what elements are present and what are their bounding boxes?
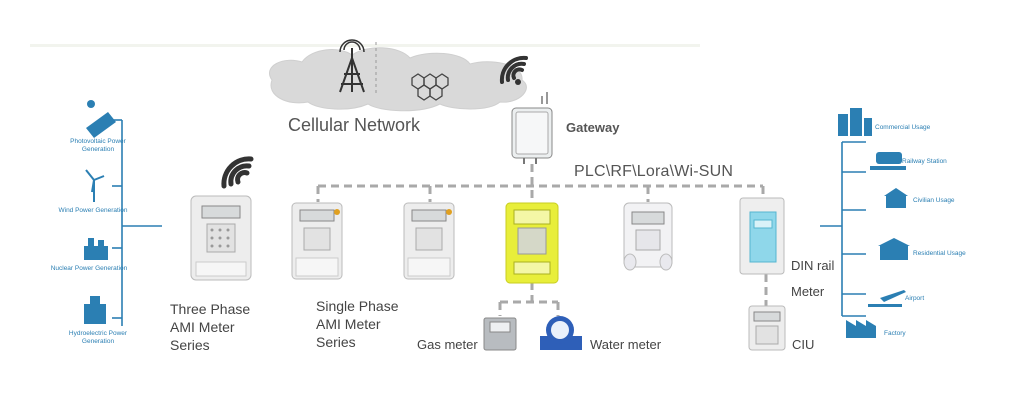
hydro-plant-icon	[84, 296, 106, 324]
building-icon	[838, 108, 872, 136]
wifi-signal-icon	[499, 55, 528, 84]
ciu-label: CIU	[792, 337, 815, 352]
airplane-icon	[868, 290, 906, 307]
nuclear-plant-icon	[84, 238, 108, 260]
house-icon	[884, 188, 908, 208]
usage-label-factory: Factory	[884, 330, 906, 337]
usage-label-civilian: Civilian Usage	[913, 197, 955, 204]
cloud-icon	[269, 47, 527, 112]
ciu-device	[748, 305, 786, 351]
single-phase-label: Single Phase AMI Meter Series	[316, 298, 399, 350]
three-phase-label: Three Phase AMI Meter Series	[170, 301, 251, 353]
protocols-label: PLC\RF\Lora\Wi-SUN	[574, 163, 734, 180]
residential-icon	[878, 238, 910, 260]
gas-meter-label: Gas meter	[417, 337, 478, 352]
power-source-tree	[112, 119, 162, 326]
prepaid-meter	[505, 202, 559, 284]
gateway-label: Gateway	[566, 120, 620, 135]
din-rail-meter	[739, 197, 785, 275]
wifi-signal-icon	[221, 156, 254, 189]
usage-label-airport: Airport	[905, 295, 925, 302]
usage-label-residential: Residential Usage	[913, 250, 966, 257]
water-meter	[540, 316, 582, 350]
three-phase-meter	[190, 195, 252, 281]
train-icon	[870, 152, 906, 170]
source-label-wind: Wind Power Generation	[58, 207, 128, 214]
usage-label-commercial: Commercial Usage	[875, 124, 931, 131]
usage-label-railway: Railway Station	[902, 158, 947, 165]
transparent-meter	[623, 202, 673, 271]
water-meter-label: Water meter	[590, 337, 662, 352]
hex-network-icon	[411, 73, 449, 101]
usage-tree	[820, 141, 866, 317]
cell-tower-icon	[339, 39, 377, 94]
cellular-network-label: Cellular Network	[288, 115, 421, 135]
din-rail-label: DIN rail Meter	[791, 258, 835, 299]
source-label-nuclear: Nuclear Power Generation	[50, 265, 128, 272]
factory-icon	[846, 320, 876, 338]
wind-turbine-icon	[85, 169, 105, 202]
single-phase-meter	[291, 202, 343, 280]
solar-panel-icon	[86, 100, 116, 138]
gateway-device	[511, 92, 553, 164]
single-phase-meter	[403, 202, 455, 280]
top-divider	[30, 44, 700, 47]
gas-meter	[483, 317, 517, 351]
